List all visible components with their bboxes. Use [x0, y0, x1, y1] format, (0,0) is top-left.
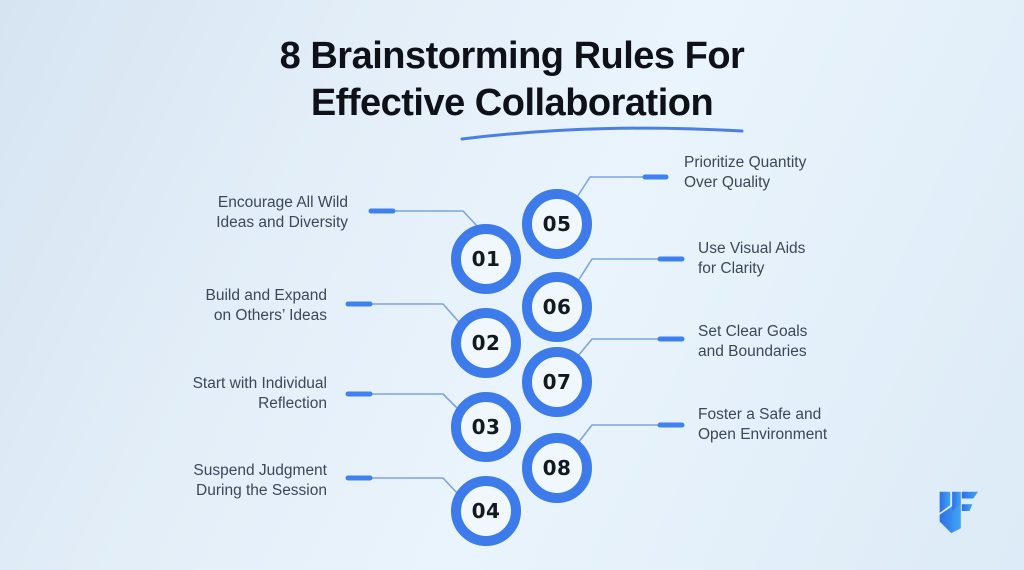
rule-label-8: Foster a Safe and Open Environment — [698, 406, 828, 443]
connector-item-4 — [345, 475, 458, 494]
rule-label-5: Prioritize Quantity Over Quality — [684, 154, 807, 191]
connector-item-2 — [345, 301, 460, 323]
rule-label-7: Set Clear Goals and Boundaries — [698, 323, 808, 360]
rule-number-badge-3: 03 — [451, 392, 521, 462]
rule-number-3: 03 — [471, 415, 501, 439]
page-title: 8 Brainstorming Rules For Effective Coll… — [0, 33, 1024, 127]
page-title-line1: 8 Brainstorming Rules For — [279, 35, 745, 77]
rule-number-badge-1: 01 — [451, 224, 521, 294]
rule-number-1: 01 — [471, 247, 501, 271]
rule-number-2: 02 — [471, 331, 501, 355]
rule-label-4: Suspend Judgment During the Session — [193, 462, 327, 499]
rule-number-badge-2: 02 — [451, 308, 521, 378]
brand-logo-icon — [939, 491, 979, 534]
rule-number-5: 05 — [542, 212, 572, 236]
rule-label-6: Use Visual Aids for Clarity — [698, 240, 806, 277]
rule-label-1: Encourage All Wild Ideas and Diversity — [216, 194, 348, 231]
connector-item-3 — [345, 391, 460, 411]
rule-number-badge-6: 06 — [522, 272, 592, 342]
connector-item-6 — [577, 256, 685, 282]
page-title-line2: Effective Collaboration — [310, 82, 714, 124]
rule-label-2: Build and Expand on Others’ Ideas — [205, 287, 327, 324]
connector-item-5 — [576, 174, 669, 198]
rule-number-badge-4: 04 — [451, 476, 521, 546]
rule-number-6: 06 — [542, 295, 572, 319]
title-underline-swoosh — [460, 126, 744, 141]
connector-item-7 — [577, 336, 685, 357]
rule-number-badge-7: 07 — [522, 347, 592, 417]
rule-number-badge-5: 05 — [522, 189, 592, 259]
rule-number-badge-8: 08 — [522, 433, 592, 503]
rule-label-3: Start with Individual Reflection — [192, 375, 327, 412]
connector-item-8 — [577, 422, 685, 444]
rule-number-4: 04 — [471, 499, 501, 523]
connector-item-1 — [368, 208, 479, 228]
rule-number-8: 08 — [542, 456, 572, 480]
rule-number-7: 07 — [542, 370, 572, 394]
